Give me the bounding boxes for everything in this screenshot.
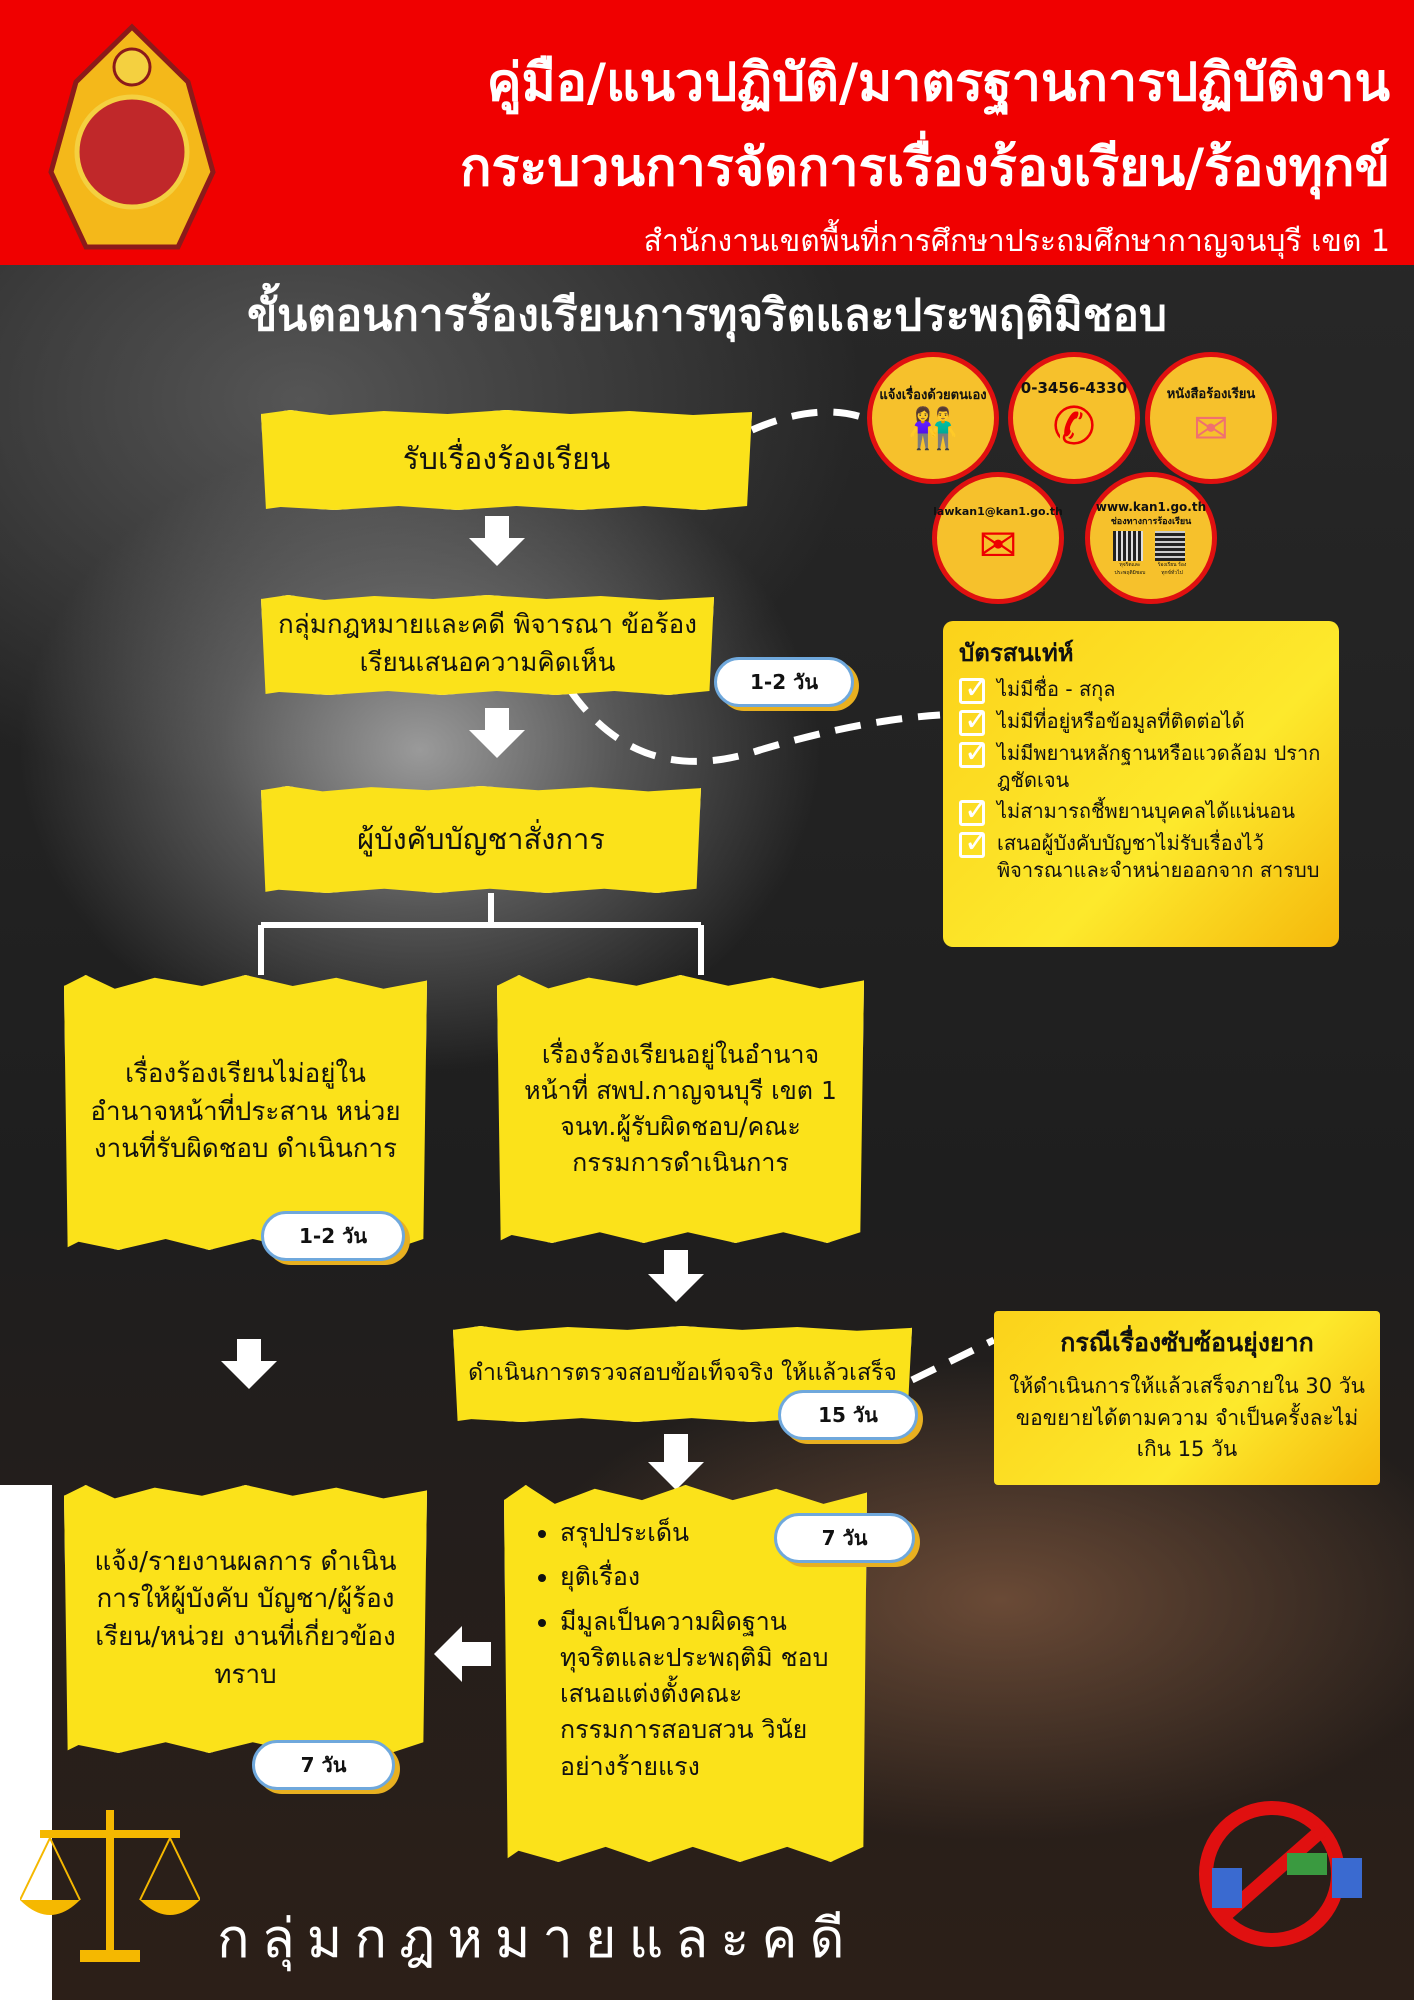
step-legal-review: กลุ่มกฎหมายและคดี พิจารณา ข้อร้องเรียนเส… — [261, 595, 714, 695]
conclude-item: สรุปประเด็น — [560, 1515, 847, 1551]
channel-email: lawkan1@kan1.go.th✉ — [932, 472, 1064, 604]
step-conclude: สรุปประเด็น ยุติเรื่อง มีมูลเป็นความผิดฐ… — [504, 1485, 867, 1862]
anonymous-item: ไม่สามารถชี้พยานบุคคลได้แน่นอน — [959, 791, 1323, 832]
anonymous-item: ไม่มีพยานหลักฐานหรือแวดล้อม ปรากฎชัดเจน — [959, 733, 1323, 794]
channel-in-person: แจ้งเรื่องด้วยตนเอง👫 — [867, 352, 999, 484]
letter-icon: ✉ — [1193, 404, 1229, 453]
duration-badge: 15 วัน — [778, 1390, 918, 1440]
step-outside-authority: เรื่องร้องเรียนไม่อยู่ใน อำนาจหน้าที่ประ… — [64, 975, 427, 1250]
channel-phone: 0-3456-4330✆ — [1008, 352, 1140, 484]
qr-icon — [1113, 530, 1143, 561]
anonymous-title: บัตรสนเท่ห์ — [959, 639, 1074, 667]
conclude-item: ยุติเรื่อง — [560, 1559, 847, 1595]
no-bribery-icon — [1199, 1801, 1362, 1947]
arrow-down-icon — [664, 1250, 688, 1274]
arrow-down-icon — [664, 1434, 688, 1462]
office-logo — [48, 23, 216, 250]
anonymous-letter-card: บัตรสนเท่ห์ ไม่มีชื่อ - สกุล ไม่มีที่อยู… — [943, 621, 1339, 947]
step-inside-authority: เรื่องร้องเรียนอยู่ในอำนาจ หน้าที่ สพป.ก… — [497, 975, 864, 1243]
scales-of-justice-icon — [20, 1810, 200, 1962]
step-receive-complaint: รับเรื่องร้องเรียน — [261, 410, 752, 510]
duration-badge: 7 วัน — [252, 1740, 395, 1790]
duration-badge: 1-2 วัน — [714, 657, 854, 707]
arrow-down-icon — [485, 516, 509, 538]
duration-badge: 1-2 วัน — [261, 1211, 405, 1261]
footer-department: กลุ่มกฎหมายและคดี — [217, 1907, 857, 1970]
qr-icon — [1155, 530, 1185, 561]
email-icon: ✉ — [978, 517, 1018, 572]
subtitle: สำนักงานเขตพื้นที่การศึกษาประถมศึกษากาญจ… — [643, 224, 1390, 259]
header-banner — [0, 0, 1414, 265]
complex-case-title: กรณีเรื่องซับซ้อนยุ่งยาก — [1060, 1328, 1314, 1357]
people-icon: 👫 — [908, 406, 958, 452]
anonymous-item: ไม่มีชื่อ - สกุล — [959, 669, 1323, 710]
anonymous-item: ไม่มีที่อยู่หรือข้อมูลที่ติดต่อได้ — [959, 701, 1323, 742]
conclude-item: มีมูลเป็นความผิดฐาน ทุจริตและประพฤติมิ ช… — [560, 1604, 847, 1785]
phone-icon: ✆ — [1052, 397, 1096, 457]
complex-case-card: กรณีเรื่องซับซ้อนยุ่งยาก ให้ดำเนินการให้… — [994, 1311, 1380, 1485]
checkbox-icon — [959, 733, 989, 774]
channel-letter: หนังสือร้องเรียน✉ — [1145, 352, 1277, 484]
step-report: แจ้ง/รายงานผลการ ดำเนินการให้ผู้บังคับ บ… — [64, 1485, 427, 1753]
title-line-1: คู่มือ/แนวปฏิบัติ/มาตรฐานการปฏิบัติงาน — [486, 53, 1390, 113]
checkbox-icon — [959, 823, 989, 864]
duration-badge: 7 วัน — [774, 1513, 915, 1563]
arrow-left-icon — [462, 1642, 491, 1666]
arrow-down-icon — [237, 1339, 261, 1361]
anonymous-item: เสนอผู้บังคับบัญชาไม่รับเรื่องไว้ พิจารณ… — [959, 823, 1323, 884]
complex-case-body: ให้ดำเนินการให้แล้วเสร็จภายใน 30 วัน ขอข… — [1009, 1374, 1365, 1461]
title-line-2: กระบวนการจัดการเรื่องร้องเรียน/ร้องทุกข์ — [459, 138, 1390, 198]
arrow-down-icon — [485, 708, 509, 730]
step-command: ผู้บังคับบัญชาสั่งการ — [261, 786, 701, 893]
page-heading: ขั้นตอนการร้องเรียนการทุจริตและประพฤติมิ… — [247, 290, 1167, 341]
